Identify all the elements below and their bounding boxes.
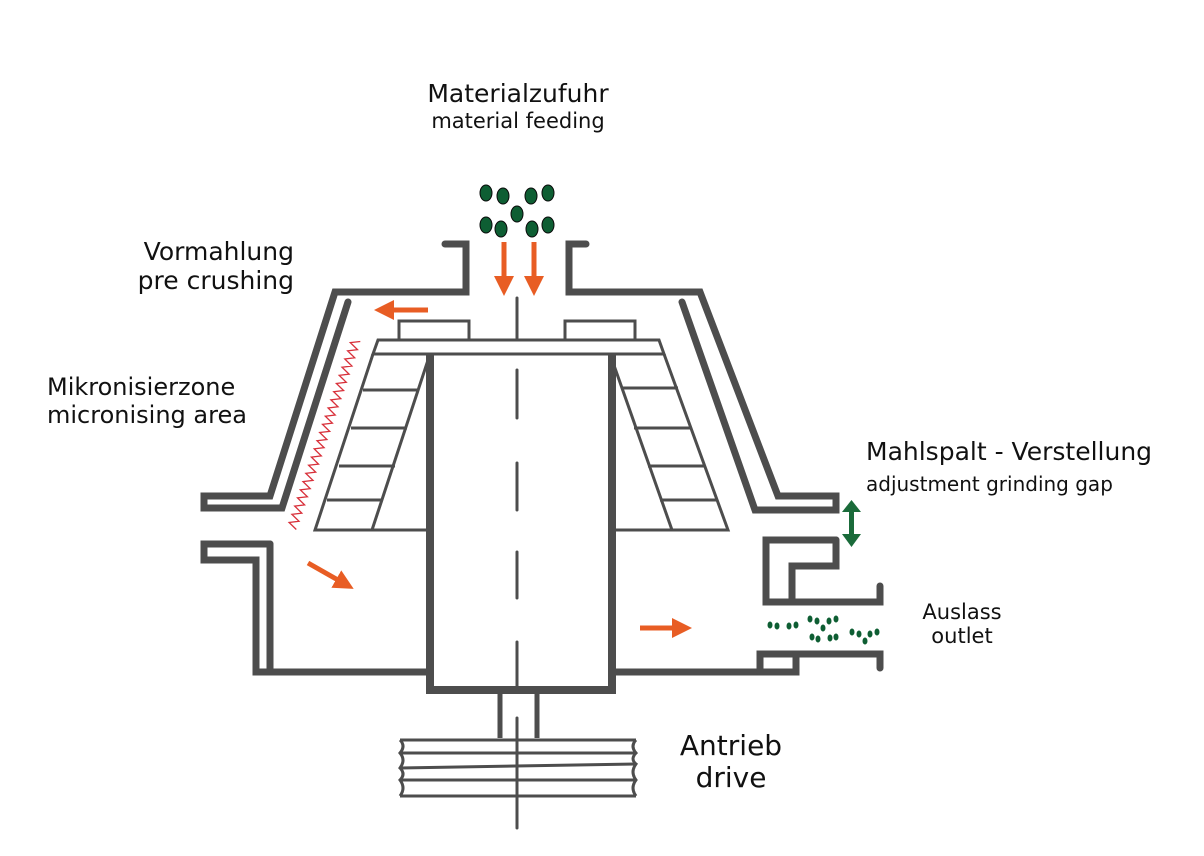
label-en: material feeding: [431, 108, 605, 133]
material-particle-icon: [496, 187, 510, 205]
label-pre-crushing: Vormahlung pre crushing: [80, 237, 294, 296]
label-en: adjustment grinding gap: [866, 471, 1113, 496]
label-grinding-gap: Mahlspalt - Verstellung adjustment grind…: [866, 437, 1153, 496]
label-en: drive: [695, 761, 767, 795]
material-particle-icon: [525, 220, 539, 238]
material-particle-icon: [510, 205, 524, 223]
pre-crusher-block-left: [397, 319, 471, 342]
outlet-lower-wall: [756, 650, 884, 676]
inlet-right-wall: [565, 240, 840, 514]
material-particle-icon: [479, 216, 493, 234]
label-outlet: Auslass outlet: [920, 600, 1004, 648]
label-de: Vormahlung: [143, 237, 294, 266]
label-drive: Antrieb drive: [676, 729, 786, 795]
material-particle-icon: [541, 216, 555, 234]
rotor-cone-left: [312, 353, 430, 532]
rotor-cone-right: [612, 353, 731, 532]
material-particle-icon: [479, 184, 493, 202]
rotor-top-plate: [370, 338, 667, 356]
label-de: Mikronisierzone: [47, 373, 236, 401]
material-particle-icon: [541, 184, 555, 202]
drive-pulley: [398, 738, 639, 798]
outlet-upper-inner: [788, 536, 840, 606]
micronising-zone-zigzag: [287, 340, 361, 530]
double-arrow-icon: [842, 500, 861, 547]
flow-arrows: [306, 242, 692, 638]
label-micronising-area: Mikronisierzone micronising area: [47, 373, 247, 429]
label-de: Materialzufuhr: [427, 79, 609, 108]
housing: [200, 240, 884, 676]
lower-left-wall: [200, 540, 434, 676]
flow-arrow-icon: [306, 560, 354, 589]
label-de: Mahlspalt - Verstellung: [866, 437, 1153, 466]
label-material-feeding: Materialzufuhr material feeding: [404, 79, 632, 133]
label-de: Auslass: [922, 600, 1002, 624]
label-en: pre crushing: [137, 265, 294, 295]
label-de: Antrieb: [679, 729, 783, 762]
rotor: [312, 319, 731, 532]
material-particle-icon: [524, 187, 538, 205]
inlet-left-wall: [200, 240, 470, 512]
label-en: outlet: [931, 624, 993, 649]
outlet-upper-wall: [762, 536, 884, 606]
pre-crusher-block-right: [563, 319, 637, 342]
outlet-lower-box: [756, 650, 800, 676]
outlet-particles: [767, 615, 880, 645]
material-particle-icon: [494, 220, 508, 238]
label-en: micronising area: [47, 400, 247, 429]
feed-particles: [479, 184, 555, 238]
central-column: [426, 354, 616, 738]
